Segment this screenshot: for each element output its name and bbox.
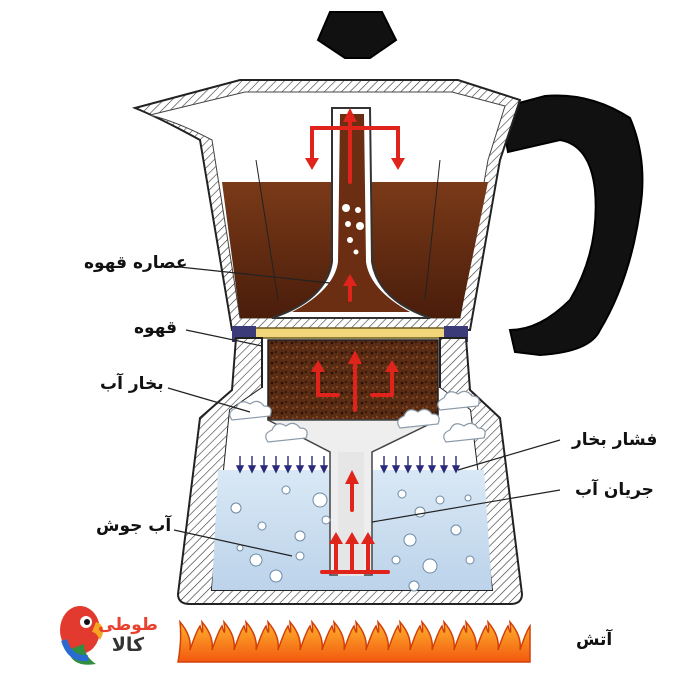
handle (498, 94, 644, 357)
bubble (230, 502, 242, 514)
bubble (249, 553, 263, 567)
bubble (403, 533, 417, 547)
pressure-arrowhead (307, 465, 317, 474)
toti-kala-logo (60, 606, 104, 665)
label-coffee-extract: عصاره قهوه (84, 253, 188, 273)
pressure-arrowhead (247, 465, 257, 474)
pressure-arrowhead (235, 465, 245, 474)
pressure-arrowhead (283, 465, 293, 474)
bubble (294, 530, 306, 542)
steam-pressure-arrows (235, 456, 461, 474)
bubble (465, 555, 475, 565)
label-steam: بخار آب (100, 374, 164, 394)
pressure-arrowhead (403, 465, 413, 474)
pressure-arrowhead (319, 465, 329, 474)
bubble (295, 551, 305, 561)
bubble (281, 485, 291, 495)
label-fire: آتش (576, 630, 613, 650)
logo-text: طوطی کالا (98, 617, 158, 655)
flame-shape (177, 619, 531, 663)
bubble (391, 555, 401, 565)
bubble (236, 544, 244, 552)
flow-arrowheads (305, 108, 405, 544)
pressure-arrowhead (379, 465, 389, 474)
fire-flames (177, 619, 531, 663)
label-coffee: قهوه (134, 318, 178, 338)
bubble (312, 492, 328, 508)
pressure-arrowhead (271, 465, 281, 474)
label-water-flow: جریان آب (575, 480, 654, 500)
pressure-arrowhead (295, 465, 305, 474)
bubble (257, 521, 267, 531)
bubble (422, 558, 438, 574)
bubble (414, 506, 426, 518)
bubble (408, 580, 420, 592)
bubble (321, 515, 331, 525)
steam-clouds (229, 390, 486, 443)
logo-word-toti: طوطی (98, 615, 158, 635)
column-bubbles (342, 204, 364, 255)
pressure-arrowhead (391, 465, 401, 474)
label-boiling-water: آب جوش (96, 516, 172, 536)
bubble (435, 495, 445, 505)
bubble (269, 569, 283, 583)
flow-arrows (310, 118, 400, 574)
pressure-arrowhead (259, 465, 269, 474)
bubble (450, 524, 462, 536)
pressure-arrowhead (427, 465, 437, 474)
label-steam-pressure: فشار بخار (572, 430, 658, 450)
filter-plate (251, 327, 449, 339)
leader-lines (167, 265, 561, 557)
pressure-arrowhead (451, 465, 461, 474)
logo-word-kala: کالا (111, 634, 145, 656)
bubble (397, 489, 407, 499)
bubble (464, 494, 472, 502)
pressure-arrowhead (415, 465, 425, 474)
lid-knob (316, 11, 398, 59)
water-bubbles (230, 485, 475, 592)
pressure-arrowhead (439, 465, 449, 474)
